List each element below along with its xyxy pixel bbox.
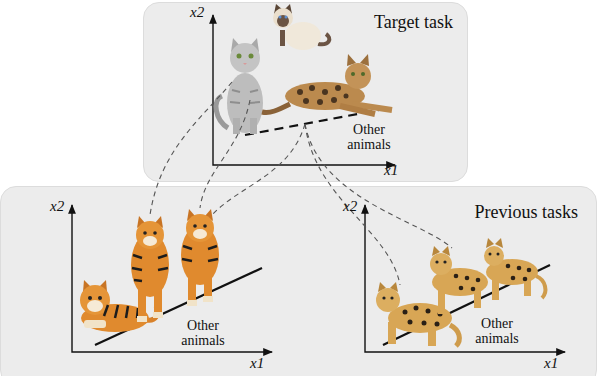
leopard-figure bbox=[484, 238, 545, 300]
cat-figure bbox=[216, 38, 263, 134]
axis-label: x1 bbox=[250, 355, 264, 372]
region-label: Other animals bbox=[338, 122, 400, 153]
axis-label: x2 bbox=[190, 4, 204, 21]
axis-label: x1 bbox=[544, 355, 558, 372]
panel-title: Target task bbox=[374, 13, 453, 33]
axes bbox=[72, 15, 565, 352]
panel-title: Previous tasks bbox=[475, 203, 579, 223]
tiger-figure bbox=[80, 280, 158, 332]
region-label: Other animals bbox=[466, 316, 528, 347]
axis-label: x2 bbox=[50, 198, 64, 215]
axis-label: x2 bbox=[343, 198, 357, 215]
leopard-figure bbox=[430, 246, 488, 314]
mapping-curve bbox=[150, 82, 452, 285]
region-label: Other animals bbox=[172, 318, 234, 349]
cat-figure bbox=[262, 54, 392, 114]
decision-line bbox=[383, 265, 550, 345]
tiger-figure bbox=[181, 209, 219, 306]
axis-label: x1 bbox=[384, 162, 398, 179]
cat-figure bbox=[273, 4, 329, 50]
tiger-figure bbox=[131, 216, 169, 322]
